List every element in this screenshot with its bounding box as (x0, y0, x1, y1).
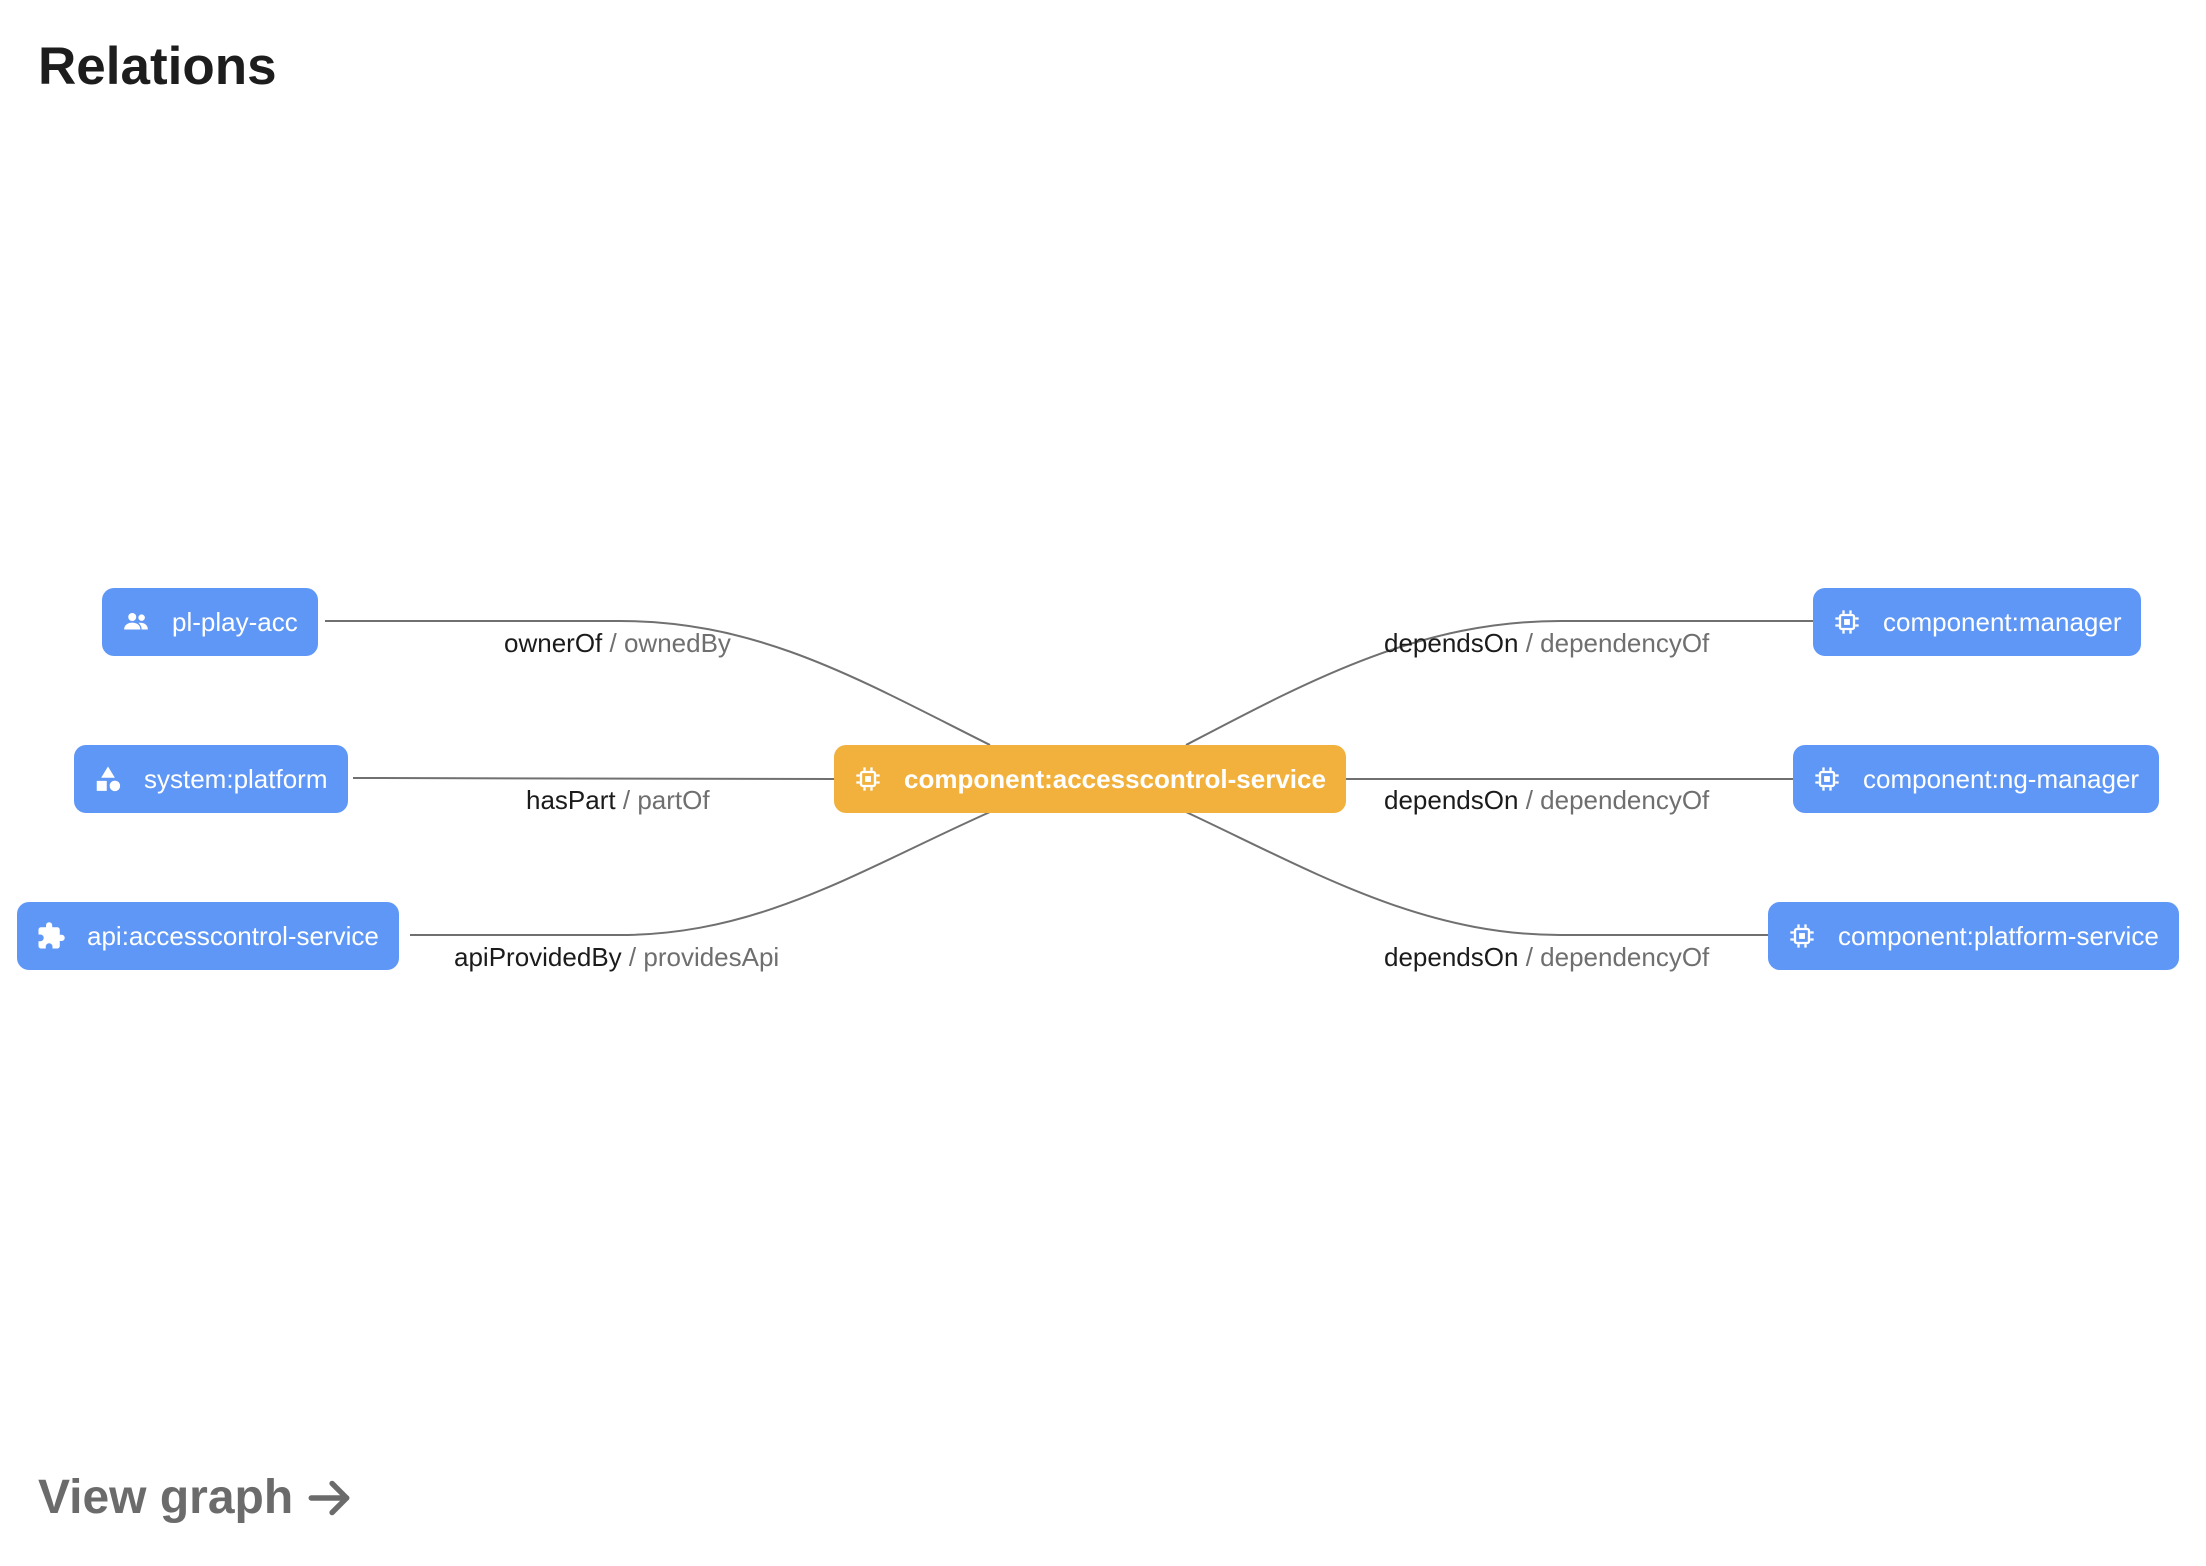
edge-manager (1185, 620, 1813, 746)
relation-label-platform-service: dependsOn / dependencyOf (1384, 942, 1709, 973)
page-title: Relations (38, 37, 277, 96)
node-api-accesscontrol-service[interactable]: api:accesscontrol-service (17, 902, 399, 970)
relation-label-manager: dependsOn / dependencyOf (1384, 628, 1709, 659)
view-graph-link[interactable]: View graph (38, 1470, 355, 1525)
edge-platform-service (1185, 811, 1768, 936)
node-label: component:ng-manager (1863, 763, 2140, 794)
relation-separator: / (628, 942, 637, 972)
node-component-platform-service[interactable]: component:platform-service (1768, 902, 2179, 970)
relation-name: dependsOn (1384, 785, 1519, 815)
puzzle-icon (35, 920, 67, 952)
node-label: api:accesscontrol-service (87, 920, 379, 951)
node-component-ng-manager[interactable]: component:ng-manager (1793, 745, 2160, 813)
node-center-component[interactable]: component:accesscontrol-service (834, 745, 1346, 813)
view-graph-label: View graph (38, 1471, 294, 1524)
relation-name: apiProvidedBy (454, 942, 622, 972)
group-icon (120, 606, 152, 638)
relation-name: dependsOn (1384, 942, 1519, 972)
relation-label-owner: ownerOf / ownedBy (504, 628, 731, 659)
chip-icon (1831, 606, 1863, 638)
relation-inverse: ownedBy (623, 628, 731, 658)
node-system-platform[interactable]: system:platform (74, 745, 348, 813)
relation-inverse: providesApi (643, 942, 780, 972)
shapes-icon (92, 763, 124, 795)
node-label: component:manager (1883, 606, 2122, 637)
edge-api (410, 811, 991, 936)
relation-name: hasPart (526, 785, 616, 815)
relation-inverse: partOf (637, 785, 710, 815)
relation-separator: / (609, 628, 617, 658)
node-component-manager[interactable]: component:manager (1813, 588, 2142, 656)
relation-label-ng-manager: dependsOn / dependencyOf (1384, 785, 1709, 816)
relation-separator: / (1525, 785, 1533, 815)
relation-name: dependsOn (1384, 628, 1519, 658)
edge-system (352, 777, 835, 780)
node-label: pl-play-acc (172, 606, 298, 637)
relation-inverse: dependencyOf (1540, 942, 1710, 972)
chip-icon (852, 763, 884, 795)
relation-inverse: dependencyOf (1540, 628, 1710, 658)
node-label: component:platform-service (1838, 920, 2159, 951)
chip-icon (1786, 920, 1818, 952)
node-label: component:accesscontrol-service (904, 763, 1326, 794)
relation-name: ownerOf (504, 628, 603, 658)
relation-separator: / (622, 785, 631, 815)
edge-owner (325, 620, 991, 746)
node-pl-play-acc[interactable]: pl-play-acc (102, 588, 318, 656)
relation-label-system: hasPart / partOf (526, 785, 710, 816)
relation-label-api: apiProvidedBy / providesApi (454, 942, 779, 973)
arrow-right-icon (305, 1473, 355, 1523)
relation-inverse: dependencyOf (1540, 785, 1710, 815)
relation-separator: / (1525, 942, 1533, 972)
chip-icon (1811, 763, 1843, 795)
relation-separator: / (1525, 628, 1533, 658)
node-label: system:platform (144, 763, 328, 794)
